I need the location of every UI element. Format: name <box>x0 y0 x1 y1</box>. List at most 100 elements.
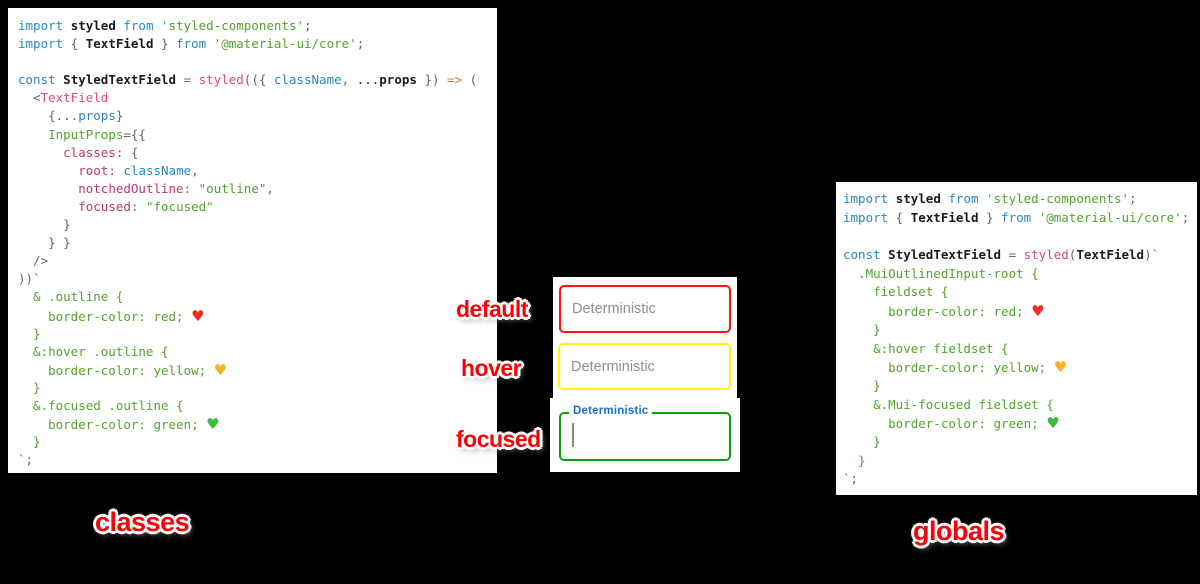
code-token: fieldset { <box>843 284 949 300</box>
code-token: : <box>108 162 124 178</box>
code-token <box>18 145 63 160</box>
code-token: ; <box>1181 209 1190 225</box>
code-line: classes: { <box>18 144 497 162</box>
code-token: : <box>183 180 199 196</box>
code-line: .MuiOutlinedInput-root { <box>843 265 1197 284</box>
code-token: TextField <box>910 209 979 225</box>
code-token: 'styled-components' <box>986 191 1130 206</box>
code-token: from <box>176 36 207 52</box>
code-line: border-color: red; ♥ <box>843 302 1197 321</box>
code-token <box>18 163 78 178</box>
globals-code-snippet: import styled from 'styled-components';i… <box>836 182 1197 495</box>
code-line: ))` <box>18 270 497 288</box>
code-line: fieldset { <box>843 283 1197 302</box>
code-token: } <box>843 452 866 468</box>
caption-globals: globals <box>913 516 1005 546</box>
code-token: import <box>843 191 896 206</box>
code-token <box>18 199 78 214</box>
code-token: border-color: green; <box>18 417 207 433</box>
yellow-heart-icon: ♥ <box>1053 358 1068 377</box>
textfield-hover[interactable] <box>558 343 731 390</box>
code-line: {...props} <box>18 107 497 125</box>
code-token: styled <box>1023 247 1069 263</box>
code-token: border-color: green; <box>843 416 1047 432</box>
code-line: &:hover .outline { <box>18 343 497 361</box>
code-token: = <box>176 72 199 88</box>
code-line: border-color: yellow; ♥ <box>843 358 1197 377</box>
code-token <box>153 18 161 33</box>
code-line: } <box>843 321 1197 340</box>
code-token <box>978 191 986 206</box>
code-token: "outline" <box>198 180 267 196</box>
code-token: .MuiOutlinedInput-root { <box>843 265 1039 281</box>
code-token: focused <box>78 198 131 214</box>
code-token: border-color: yellow; <box>18 362 214 378</box>
code-line: } <box>18 379 497 397</box>
code-token: TextField <box>85 36 154 52</box>
code-line: } <box>18 216 497 234</box>
state-label-focused: focused <box>456 426 541 452</box>
code-line: border-color: yellow; ♥ <box>18 361 497 379</box>
code-line: &.focused .outline { <box>18 397 497 415</box>
code-token: { <box>888 209 911 225</box>
code-token: } <box>18 217 71 233</box>
code-line: InputProps={{ <box>18 126 497 144</box>
code-line: } <box>843 433 1197 452</box>
code-line: <TextField <box>18 89 497 107</box>
code-token: } <box>115 108 124 124</box>
code-token <box>18 181 78 196</box>
code-token: , <box>341 72 357 88</box>
code-token: } <box>978 209 1002 225</box>
code-token: import <box>18 18 71 33</box>
code-token: import <box>843 209 889 225</box>
code-token: &:hover fieldset { <box>843 340 1009 356</box>
code-token: "focused" <box>145 198 214 214</box>
code-token: )` <box>1144 247 1160 263</box>
code-token: ={{ <box>123 126 146 142</box>
code-token: className <box>123 162 192 178</box>
code-token: styled <box>70 18 116 33</box>
code-token: props <box>78 108 116 124</box>
code-line: } } <box>18 234 497 252</box>
code-token: styled <box>198 72 244 88</box>
code-token: } <box>18 434 41 450</box>
floating-label: Deterministic <box>569 405 653 417</box>
code-token: /> <box>18 253 49 269</box>
code-line <box>843 227 1197 246</box>
code-token: styled <box>895 191 941 206</box>
textfield-default[interactable] <box>559 285 731 333</box>
code-token: ))` <box>18 271 41 287</box>
code-line: root: className, <box>18 162 497 180</box>
code-line: focused: "focused" <box>18 198 497 216</box>
code-token: : <box>130 198 146 214</box>
code-token: = <box>1001 247 1024 263</box>
code-token: className <box>273 72 342 88</box>
code-line: &.Mui-focused fieldset { <box>843 396 1197 415</box>
code-line: } <box>843 452 1197 471</box>
red-heart-icon: ♥ <box>191 306 205 325</box>
code-token: import <box>18 36 64 52</box>
code-line: notchedOutline: "outline", <box>18 180 497 198</box>
code-token: StyledTextField <box>888 247 1002 263</box>
code-line <box>18 53 497 71</box>
code-line: &:hover fieldset { <box>843 340 1197 359</box>
code-token: , <box>266 180 274 196</box>
code-line: border-color: green; ♥ <box>18 415 497 433</box>
code-line: /> <box>18 252 497 270</box>
code-token: ; <box>1129 191 1137 206</box>
code-token: ( <box>462 72 478 88</box>
code-line: border-color: green; ♥ <box>843 414 1197 433</box>
code-token: { <box>63 36 86 52</box>
code-token <box>206 36 214 51</box>
code-line: `; <box>843 470 1197 489</box>
code-line: } <box>843 377 1197 396</box>
code-token: TextField <box>1076 247 1145 263</box>
code-token: } } <box>18 235 71 251</box>
code-token: `; <box>18 452 34 468</box>
code-token: } <box>843 321 881 337</box>
textfield-focused[interactable]: Deterministic <box>559 405 731 461</box>
code-token: ( <box>1068 247 1077 263</box>
code-line: const StyledTextField = styled(({ classN… <box>18 71 497 89</box>
code-token: root <box>78 162 109 178</box>
code-line: } <box>18 433 497 451</box>
